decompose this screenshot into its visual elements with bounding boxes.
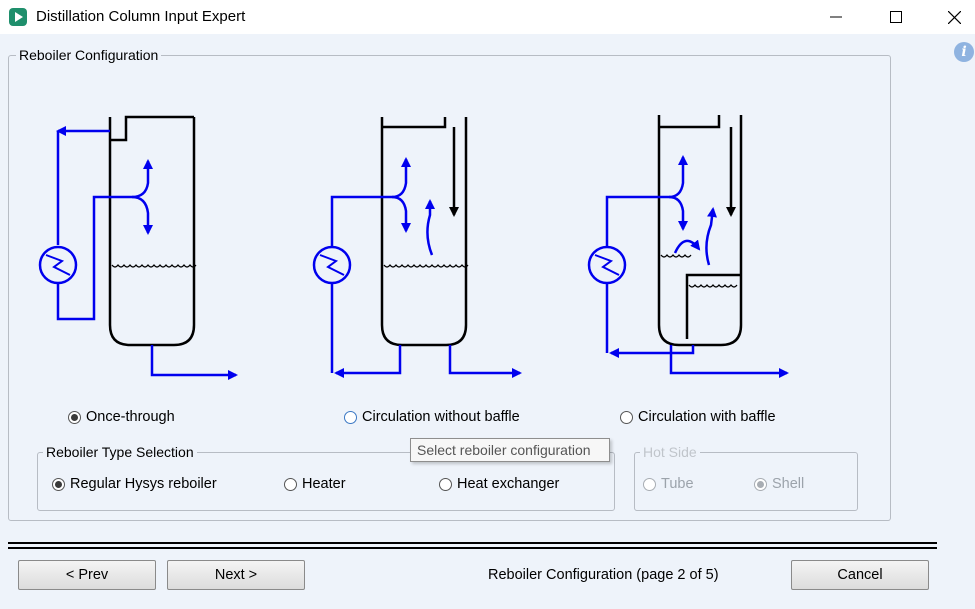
hot-side-label: Hot Side [640,444,700,460]
radio-shell-indicator[interactable] [754,477,767,491]
next-button[interactable]: Next > [167,560,305,590]
radio-shell[interactable]: Shell [754,476,804,492]
radio-regular-hysys-reboiler-label: Regular Hysys reboiler [70,476,217,492]
footer-separator-bottom [8,547,937,549]
radio-heater[interactable]: Heater [284,476,346,492]
radio-shell-label: Shell [772,476,805,492]
tooltip: Select reboiler configuration [410,438,610,462]
radio-circulation-with-baffle[interactable]: Circulation with baffle [620,409,776,425]
radio-tube[interactable]: Tube [643,476,694,492]
play-triangle-icon [9,8,27,26]
radio-heater-indicator[interactable] [284,477,297,491]
radio-heat-exchanger-indicator[interactable] [439,477,452,491]
hot-side-group [634,452,858,511]
radio-regular-hysys-reboiler[interactable]: Regular Hysys reboiler [52,476,217,492]
wizard-panel [0,34,975,609]
prev-button[interactable]: < Prev [18,560,156,590]
cancel-button[interactable]: Cancel [791,560,929,590]
footer-separator-top [8,542,937,544]
radio-once-through-indicator[interactable] [68,410,81,424]
reboiler-configuration-group [8,55,891,521]
radio-heat-exchanger[interactable]: Heat exchanger [439,476,559,492]
maximize-icon [890,11,902,23]
maximize-button[interactable] [873,0,919,34]
close-icon [947,10,961,24]
window-title: Distillation Column Input Expert [36,8,246,25]
radio-heat-exchanger-label: Heat exchanger [457,476,560,492]
radio-heater-label: Heater [302,476,346,492]
radio-tube-label: Tube [661,476,694,492]
once-through-diagram [38,115,238,380]
radio-once-through-label: Once-through [86,409,175,425]
circulation-with-baffle-diagram [587,115,789,378]
radio-once-through[interactable]: Once-through [68,409,175,425]
radio-circulation-without-baffle[interactable]: Circulation without baffle [344,409,520,425]
reboiler-type-label: Reboiler Type Selection [43,444,197,460]
close-button[interactable] [931,0,975,34]
reboiler-type-group [37,452,615,511]
minimize-button[interactable] [813,0,859,34]
title-bar[interactable]: Distillation Column Input Expert [0,0,975,34]
radio-circulation-without-baffle-label: Circulation without baffle [362,409,520,425]
page-status: Reboiler Configuration (page 2 of 5) [488,567,719,583]
radio-tube-indicator[interactable] [643,477,656,491]
radio-regular-hysys-reboiler-indicator[interactable] [52,477,65,491]
circulation-without-baffle-diagram [312,117,522,378]
minimize-icon [830,16,842,18]
radio-circulation-with-baffle-indicator[interactable] [620,410,633,424]
radio-circulation-with-baffle-label: Circulation with baffle [638,409,776,425]
radio-circulation-without-baffle-indicator[interactable] [344,410,357,424]
reboiler-configuration-label: Reboiler Configuration [16,47,162,63]
info-icon[interactable]: i [954,42,974,62]
